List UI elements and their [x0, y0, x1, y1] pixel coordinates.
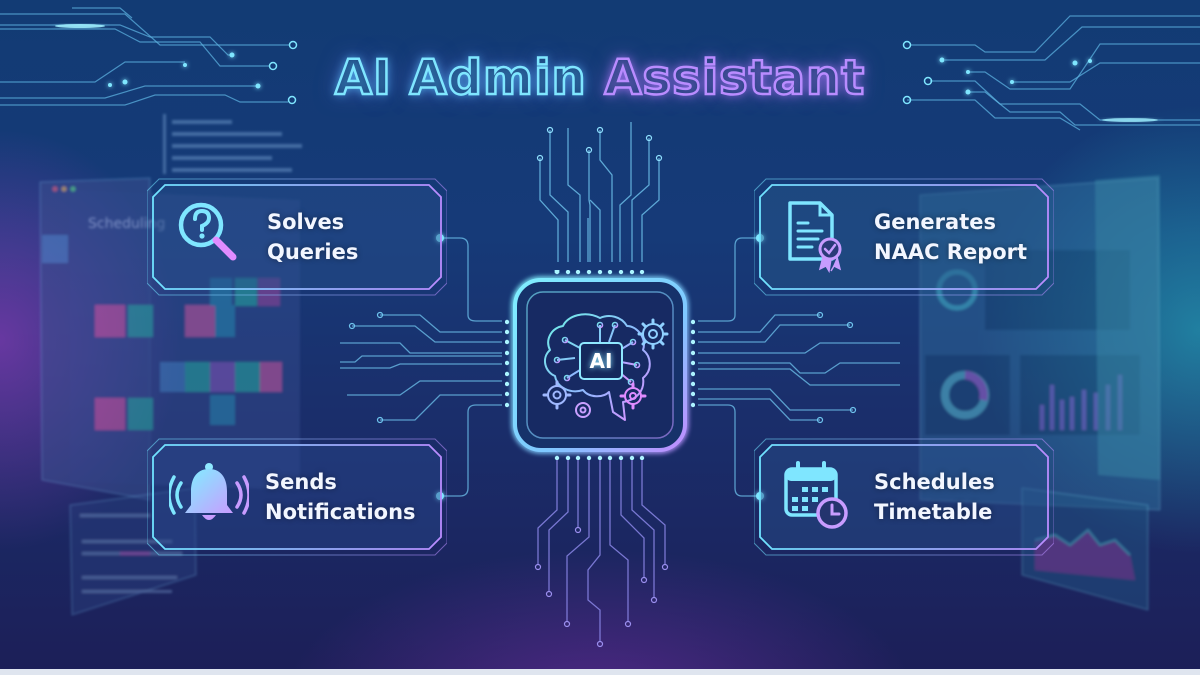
feature-card-generates-naac-report: Generates NAAC Report	[754, 177, 1054, 296]
feature-card-sends-notifications: Sends Notifications	[147, 437, 447, 556]
circuit-traces-top-right	[907, 15, 1200, 131]
bell-ringing-icon	[169, 463, 249, 520]
feature-label-line1: Schedules	[874, 470, 995, 494]
ai-chip-label: AI	[589, 349, 613, 373]
feature-label: Solves Queries	[267, 207, 358, 267]
title-part-ai-admin: AI Admin	[334, 49, 605, 108]
document-certificate-icon	[788, 201, 842, 274]
trace-endpoints	[436, 234, 764, 500]
circuit-traces-left	[340, 237, 502, 497]
feature-card-solves-queries: Solves Queries	[147, 177, 447, 296]
card-frame	[147, 438, 447, 556]
feature-label-line1: Generates	[874, 210, 996, 234]
bg-window-title: Scheduling	[88, 216, 165, 232]
title-part-assistant: Assistant	[603, 49, 866, 108]
feature-label-line1: Solves	[267, 210, 345, 234]
feature-label-line2: NAAC Report	[874, 240, 1028, 264]
calendar-clock-icon	[784, 461, 848, 529]
page-title: AI Admin Assistant	[0, 49, 1200, 108]
card-frame	[754, 178, 1054, 296]
feature-label: Schedules Timetable	[874, 467, 995, 527]
bg-scheduling-window	[39, 177, 300, 501]
circuit-traces-bottom	[537, 460, 666, 642]
feature-label-line2: Notifications	[265, 500, 416, 524]
bottom-strip	[0, 669, 1200, 675]
brain-circuit-icon	[504, 267, 696, 461]
circuit-traces-right	[698, 237, 900, 497]
feature-card-schedules-timetable: Schedules Timetable	[754, 437, 1054, 556]
circuit-traces-top	[539, 122, 660, 262]
feature-label-line2: Timetable	[874, 500, 993, 524]
feature-label-line1: Sends	[265, 470, 337, 494]
search-question-icon	[178, 202, 237, 261]
feature-label: Generates NAAC Report	[874, 207, 1027, 267]
feature-label-line2: Queries	[267, 240, 359, 264]
ai-chip: AI	[504, 267, 696, 461]
card-frame	[147, 178, 447, 296]
feature-label: Sends Notifications	[265, 467, 416, 527]
